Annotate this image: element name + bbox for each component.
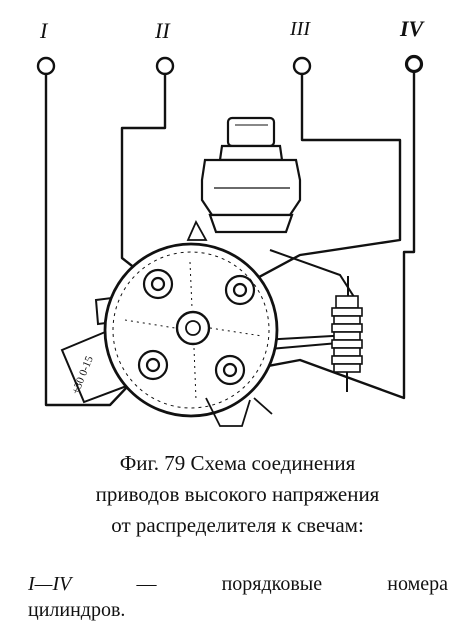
legend-term: I—IV	[28, 573, 72, 595]
distributor-cap-rim	[112, 251, 270, 409]
legend-row-2: цилиндров.	[28, 599, 126, 621]
wire-cylinder-4	[234, 70, 416, 400]
electrode-1-core	[150, 276, 166, 292]
cap-hatching	[124, 261, 263, 401]
terminal-2-label: II	[155, 18, 170, 43]
electrode-2-core	[232, 282, 248, 298]
wire-cylinder-2	[120, 72, 167, 282]
diagram-drawing: +30 0-15	[36, 54, 424, 427]
caption-line-3: от распределителя к свечам:	[111, 513, 364, 537]
figure-legend: I—IV — порядковые номера цилиндров.	[28, 571, 448, 623]
legend-row-1: I—IV — порядковые номера	[28, 571, 448, 597]
electrode-3-core	[145, 357, 161, 373]
central-electrode-core	[185, 320, 201, 336]
terminal-3-circle	[292, 56, 312, 76]
wire-cylinder-3	[244, 72, 402, 286]
vacuum-regulator	[200, 116, 302, 234]
figure-caption: Фиг. 79 Схема соединения приводов высоко…	[20, 448, 455, 541]
terminal-2-circle	[155, 56, 175, 76]
terminal-1-label: I	[40, 18, 48, 43]
terminal-4-label: IV	[400, 16, 424, 41]
cap-clip-top	[186, 219, 208, 241]
adjusting-screw	[331, 295, 363, 392]
caption-line-2: приводов высокого напряжения	[95, 482, 380, 506]
cap-clip-bottom	[205, 397, 251, 427]
bottom-lever	[253, 397, 273, 415]
terminal-4-circle	[404, 54, 424, 74]
terminal-1-circle	[36, 56, 56, 76]
legend-dash: —	[136, 573, 157, 595]
legend-word-1: порядковые	[221, 573, 323, 595]
distributor-wiring-diagram: +30 0-15 I II III IV	[36, 16, 424, 427]
electrodes	[137, 268, 256, 386]
electrode-4-core	[222, 362, 238, 378]
caption-line-1: Фиг. 79 Схема соединения	[119, 451, 356, 475]
terminal-3-label: III	[290, 18, 310, 40]
legend-word-2: номера	[387, 573, 448, 595]
